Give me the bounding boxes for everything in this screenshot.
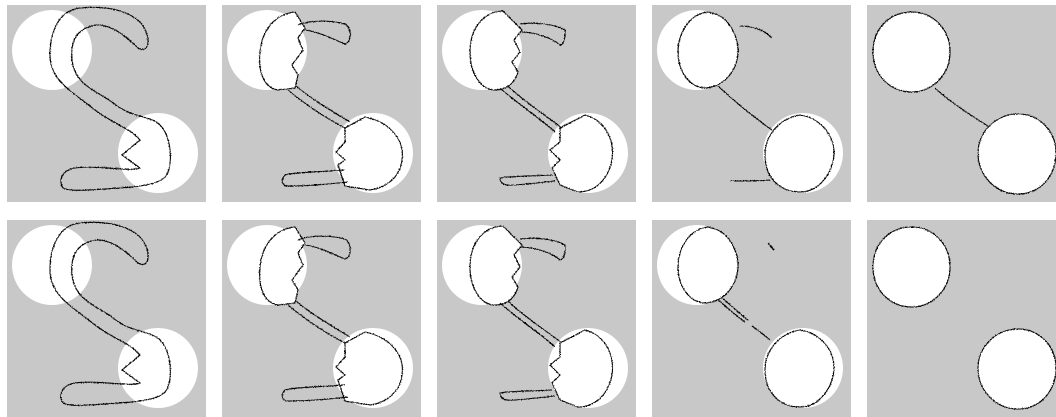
evolving-region (469, 225, 523, 306)
evolving-contour (934, 87, 989, 127)
evolving-contour (499, 174, 556, 186)
evolving-region (259, 226, 306, 306)
evolving-region (764, 329, 835, 408)
evolving-region (872, 226, 951, 308)
evolving-contour (297, 20, 351, 45)
evolving-region (549, 114, 614, 193)
evolving-region (469, 10, 523, 91)
evolving-contour (519, 237, 566, 261)
panel-row1-col1 (7, 5, 206, 202)
evolving-region (259, 11, 306, 91)
evolving-contour (287, 85, 351, 129)
evolving-contour (739, 25, 773, 39)
evolving-contour (499, 389, 556, 401)
panel-row1-col3 (437, 5, 636, 202)
evolving-contour (717, 85, 773, 131)
panel-row2-col1 (7, 220, 206, 417)
target-region-bottom (118, 113, 198, 193)
panel-row1-col5 (867, 5, 1056, 202)
evolving-contour (767, 242, 775, 251)
panel-row1-col2 (222, 5, 421, 202)
panel-row2-col3 (437, 220, 636, 417)
target-region-top (12, 225, 92, 305)
target-region-top (12, 10, 92, 90)
evolving-region (677, 226, 739, 304)
panel-row1-col4 (652, 5, 851, 202)
evolving-region (872, 11, 951, 93)
evolving-region (335, 116, 403, 191)
evolving-contour (499, 85, 563, 133)
evolving-contour (499, 300, 563, 348)
evolving-contour (717, 297, 771, 341)
evolving-contour (287, 300, 351, 344)
panel-row2-col5 (867, 220, 1056, 417)
evolving-region (977, 328, 1056, 410)
evolving-region (977, 113, 1056, 195)
evolving-contour (519, 22, 566, 46)
evolving-contour (281, 169, 349, 187)
evolving-contour (281, 384, 349, 402)
evolving-region (677, 11, 739, 89)
evolving-contour (729, 179, 771, 182)
panel-row2-col2 (222, 220, 421, 417)
panel-row2-col4 (652, 220, 851, 417)
evolving-contour (297, 235, 351, 260)
evolving-region (335, 331, 403, 406)
target-region-bottom (118, 328, 198, 408)
evolving-region (549, 329, 614, 408)
evolving-contour (49, 6, 171, 191)
evolving-contour (49, 221, 171, 406)
evolving-region (764, 114, 835, 193)
